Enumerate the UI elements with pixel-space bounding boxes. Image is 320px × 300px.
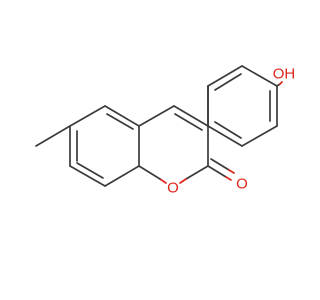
bond-c8-c7 (69, 165, 106, 187)
bond-c5-c4a (104, 105, 140, 127)
double-bond-p5-p6-inner (214, 121, 242, 139)
double-bond-p1-p2-inner (214, 73, 242, 91)
double-bond-c8-c7-inner (76, 162, 104, 179)
double-bond-c5-c4a-inner (106, 113, 134, 130)
carbonyl-group (207, 158, 235, 181)
bond-c8a-c8 (104, 165, 140, 187)
bond-o1-c8a-hetero (159, 178, 167, 184)
double-bond-c4-c3-inner (174, 113, 203, 131)
hydroxyl-label: OH (273, 66, 296, 83)
bond-p2-p3 (241, 65, 278, 87)
bond-c6-c5 (69, 105, 106, 127)
bond-c2-o1-hetero (179, 178, 187, 184)
bond-p1-p2 (207, 65, 243, 87)
methyl-bond (35, 125, 71, 147)
bond-p4-p5 (241, 125, 278, 147)
bond-c2-o1 (185, 165, 209, 180)
molecule-structure: OH O O (35, 65, 296, 197)
bond-c4-c3 (173, 105, 209, 127)
carbonyl-bond-1 (207, 165, 227, 178)
pyrone-ring (138, 105, 209, 184)
carbonyl-bond-2-hetero (228, 169, 235, 174)
carbonyl-oxygen-label: O (236, 176, 248, 193)
bond-o1-c8a (138, 165, 161, 180)
bond-p5-p6 (207, 125, 243, 147)
benzene-ring-left (69, 105, 140, 187)
phenol-ring (207, 65, 278, 147)
bond-c4a-c4 (138, 105, 175, 127)
hydroxyl-bond-hetero (279, 81, 283, 85)
carbonyl-bond-1-hetero (225, 176, 232, 181)
ring-oxygen-label: O (167, 180, 179, 197)
carbonyl-bond-2 (210, 158, 230, 171)
